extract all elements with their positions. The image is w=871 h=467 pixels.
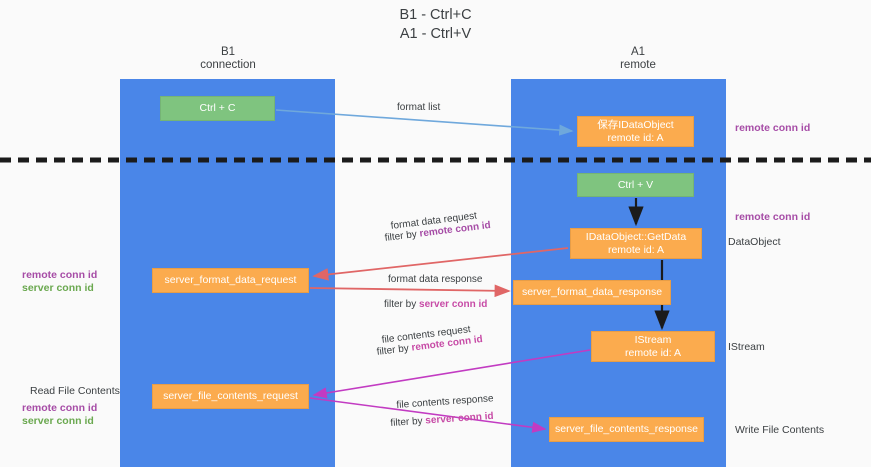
node-istream[interactable]: IStream remote id: A — [591, 331, 715, 362]
annotation-read-file-contents: Read File Contents — [30, 385, 120, 397]
server-conn-id-label: server conn id — [22, 415, 94, 427]
edge-label-format-list: format list — [397, 102, 441, 113]
annotation-istream: IStream — [728, 341, 765, 353]
edge-label-format-data-response: format data response — [388, 274, 483, 285]
node-server-format-data-request[interactable]: server_format_data_request — [152, 268, 309, 293]
filter-prefix: filter by — [376, 342, 413, 358]
diagram-title: B1 - Ctrl+C A1 - Ctrl+V — [399, 7, 472, 42]
annotation-write-file-contents: Write File Contents — [735, 424, 825, 436]
node-server-file-contents-response[interactable]: server_file_contents_response — [549, 417, 704, 442]
filter-prefix: filter by — [384, 299, 420, 310]
filter-key: server conn id — [425, 410, 494, 427]
annotation-remote-conn-id-top: remote conn id — [735, 122, 811, 134]
filter-prefix: filter by — [384, 228, 421, 244]
server-conn-id-label: server conn id — [22, 282, 94, 294]
node-server-file-contents-request[interactable]: server_file_contents_request — [152, 384, 309, 409]
annotation-dataobject: DataObject — [728, 236, 781, 248]
node-idataobject[interactable]: 保存IDataObject remote id: A — [577, 116, 694, 147]
node-idataobject-getdata[interactable]: IDataObject::GetData remote id: A — [570, 228, 702, 259]
node-ctrl-v[interactable]: Ctrl + V — [577, 173, 694, 197]
node-server-format-data-response[interactable]: server_format_data_response — [513, 280, 671, 305]
edge-label-format-data-response-filter: filter by server conn id — [384, 298, 487, 311]
edge-label-file-contents-response-filter: filter by server conn id — [390, 410, 494, 430]
edge-label-file-contents-response: file contents response — [396, 393, 494, 411]
filter-key: server conn id — [419, 299, 488, 310]
remote-conn-id-label: remote conn id — [22, 402, 98, 414]
column-header-a1: A1 remote — [620, 46, 656, 71]
remote-conn-id-label: remote conn id — [22, 269, 98, 281]
column-header-b1: B1 connection — [200, 46, 256, 71]
annotation-remote-conn-id-mid: remote conn id — [735, 211, 811, 223]
filter-prefix: filter by — [390, 415, 426, 429]
node-ctrl-c[interactable]: Ctrl + C — [160, 96, 275, 121]
